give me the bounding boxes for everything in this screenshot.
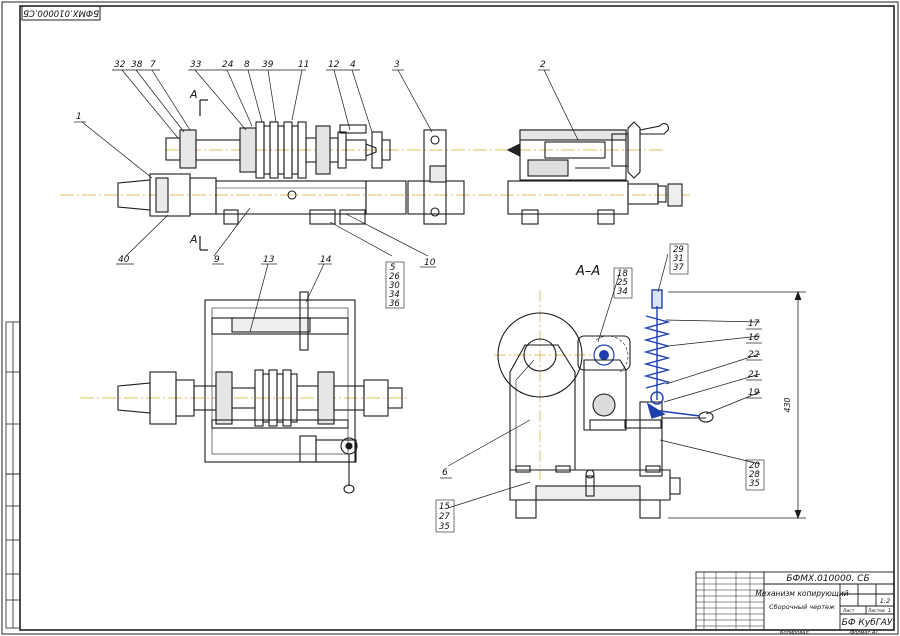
svg-text:15: 15 (439, 502, 450, 512)
inner-frame (19, 5, 895, 631)
title-sheets-label: Листов (867, 608, 885, 614)
bar-foot-1 (309, 209, 336, 225)
callout-11: 11 (298, 60, 309, 70)
svg-text:27: 27 (439, 512, 450, 522)
svg-text:35: 35 (439, 522, 450, 532)
callout-16: 16 (748, 333, 760, 343)
svg-text:5: 5 (390, 263, 395, 273)
callout-32: 32 (114, 60, 126, 70)
bar-hole (287, 190, 297, 200)
callout-stack-18: 18 25 34 (613, 267, 633, 299)
callout-14: 14 (320, 255, 332, 265)
leader-lines (81, 69, 761, 509)
base-15 (509, 469, 671, 501)
title-scale: 1:2 (880, 597, 890, 605)
title-sheet-label: Лист (842, 608, 855, 614)
svg-text:31: 31 (673, 254, 684, 264)
callout-2: 2 (540, 60, 546, 70)
lever-arm (583, 359, 627, 431)
section-aa (494, 290, 714, 519)
svg-text:25: 25 (617, 278, 628, 288)
support-rod (299, 291, 309, 351)
svg-text:18: 18 (617, 269, 628, 279)
callout-stack-20: 20 28 35 (745, 459, 765, 491)
top-view (60, 121, 690, 225)
callout-33: 33 (190, 60, 202, 70)
bar-foot-0 (223, 209, 239, 225)
callout-13: 13 (263, 255, 275, 265)
callout-9: 9 (214, 255, 220, 265)
pulley-disk (497, 312, 583, 398)
callout-underlines (74, 69, 550, 268)
callouts-top: 32 38 7 33 24 8 39 11 12 4 3 2 1 40 9 10… (76, 60, 546, 268)
title-block (695, 571, 895, 631)
callout-1: 1 (76, 112, 82, 122)
svg-text:20: 20 (749, 461, 760, 471)
callout-38: 38 (131, 60, 143, 70)
rotated-code: БФМХ.010000.СБ (23, 8, 99, 18)
callout-21: 21 (748, 370, 759, 380)
callout-12: 12 (328, 60, 340, 70)
title-name-1: Механизм копирующий (755, 589, 848, 598)
svg-text:37: 37 (673, 263, 684, 273)
spring-17 (643, 289, 701, 419)
title-sheets-count: 1 (888, 608, 891, 614)
callout-stack-5: 5 26 30 34 36 (385, 261, 405, 309)
callout-7: 7 (150, 60, 156, 70)
callout-17: 17 (748, 319, 760, 329)
callout-4: 4 (350, 60, 356, 70)
section-mark-label-top: А (189, 88, 198, 101)
title-copied: Копировал (780, 630, 809, 636)
dimension-430 (668, 290, 806, 520)
callout-10: 10 (424, 258, 436, 268)
callout-3: 3 (394, 60, 400, 70)
left-margin-stamp (5, 321, 21, 629)
section-mark-top (199, 99, 208, 251)
section-label-aa: А–А (575, 264, 600, 279)
title-org: БФ КубГАУ (842, 618, 893, 628)
svg-text:30: 30 (389, 281, 400, 291)
svg-text:29: 29 (673, 245, 684, 255)
gear-stack-front (254, 369, 298, 427)
svg-text:28: 28 (749, 470, 760, 480)
section-mark-label-bottom: А (189, 233, 198, 246)
svg-text:26: 26 (389, 272, 400, 282)
svg-text:35: 35 (749, 479, 760, 489)
svg-text:36: 36 (389, 299, 400, 309)
callout-19: 19 (748, 388, 760, 398)
callout-24: 24 (222, 60, 234, 70)
title-format: Формат А1 (850, 630, 878, 636)
svg-text:34: 34 (617, 287, 628, 297)
svg-text:34: 34 (389, 290, 400, 300)
callouts-section: 17 16 22 21 19 6 (442, 319, 760, 478)
frame-outer (204, 299, 356, 463)
title-name-2: Сборочный чертеж (769, 603, 835, 611)
section-underlines (440, 328, 762, 479)
callout-6: 6 (442, 468, 448, 478)
callout-39: 39 (262, 60, 274, 70)
title-designation: БФМХ.010000. СБ (786, 574, 869, 584)
callout-8: 8 (244, 60, 250, 70)
callout-stack-15: 15 27 35 (435, 499, 455, 533)
callout-40: 40 (118, 255, 130, 265)
pillar-20 (639, 401, 663, 477)
callout-22: 22 (748, 350, 760, 360)
callout-stack-29: 29 31 37 (669, 243, 689, 275)
dimension-430-label: 430 (783, 397, 792, 412)
rotated-code-box: БФМХ.010000.СБ (21, 5, 101, 21)
front-view (80, 291, 410, 494)
